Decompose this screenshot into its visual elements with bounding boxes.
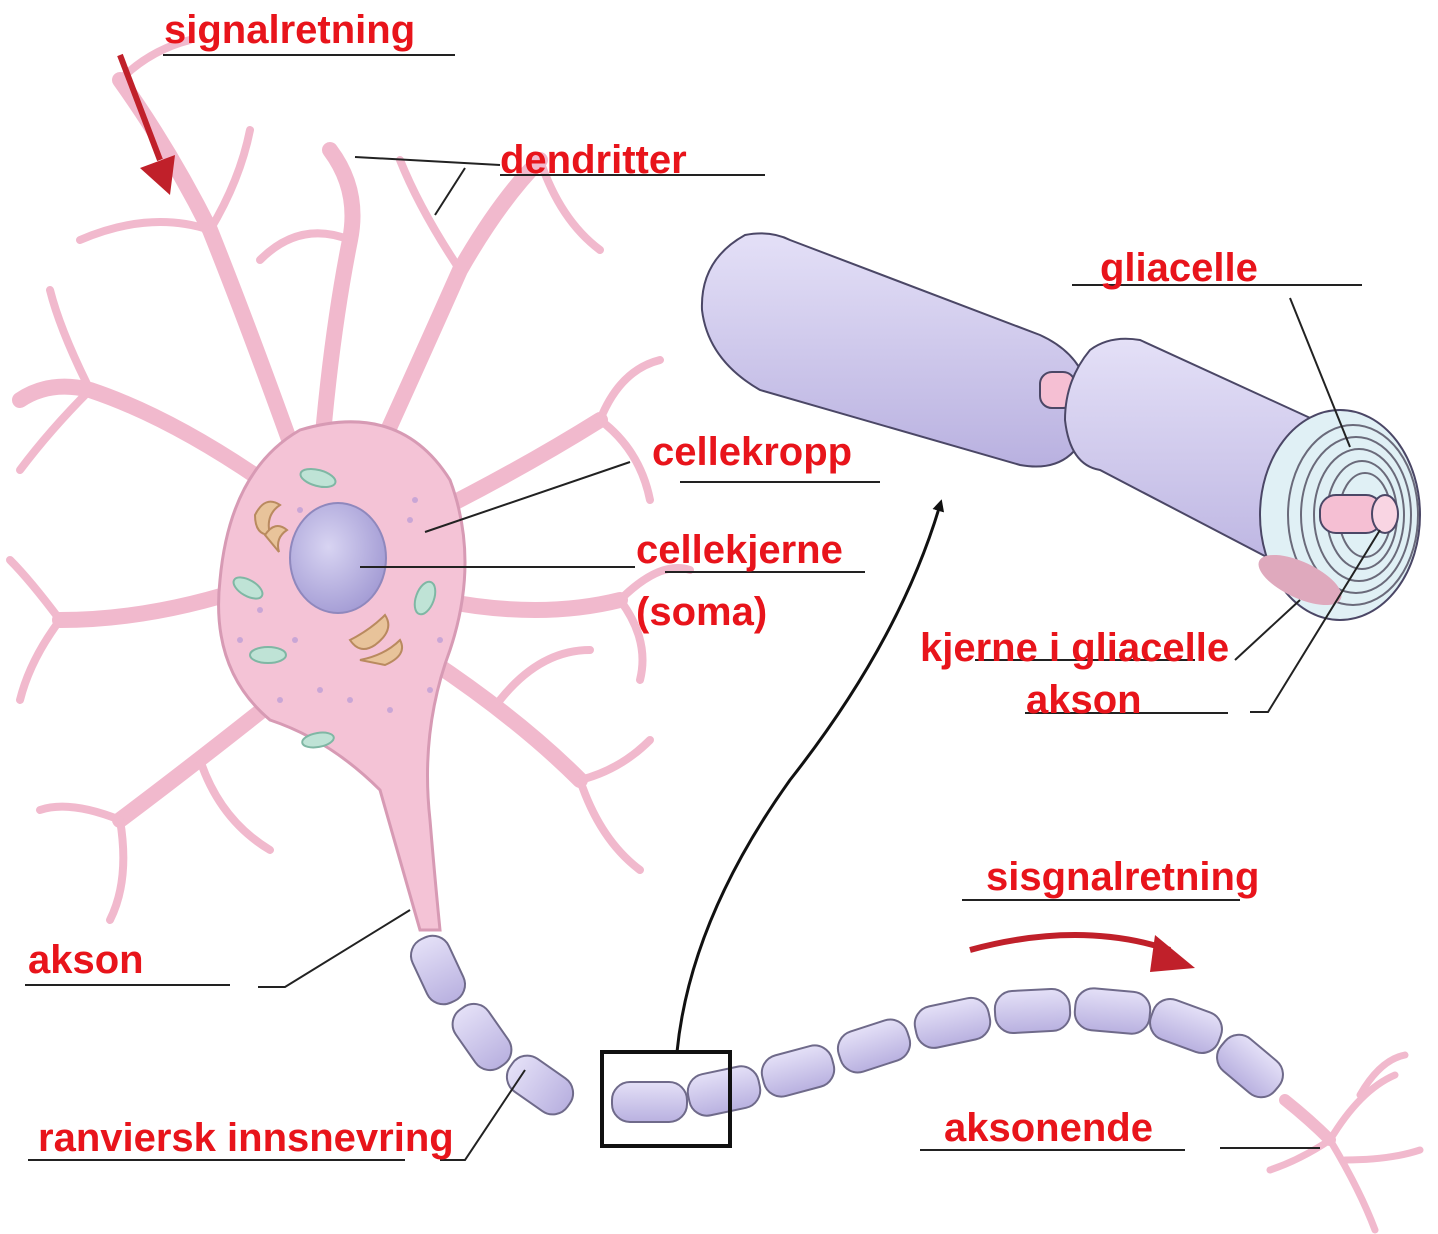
label-signal-direction-top: signalretning bbox=[164, 10, 415, 50]
label-signal-direction-bottom: sisgnalretning bbox=[986, 857, 1259, 897]
label-dendrites: dendritter bbox=[500, 140, 687, 180]
nucleus-shape bbox=[290, 503, 386, 613]
label-axon: akson bbox=[28, 940, 144, 980]
label-soma: (soma) bbox=[636, 592, 767, 632]
label-axon-terminal: aksonende bbox=[944, 1108, 1153, 1148]
label-glia-cell: gliacelle bbox=[1100, 248, 1258, 288]
label-glia-nucleus: kjerne i gliacelle bbox=[920, 628, 1229, 668]
label-nucleus: cellekjerne bbox=[636, 530, 843, 570]
label-cell-body: cellekropp bbox=[652, 432, 852, 472]
label-node-of-ranvier: ranviersk innsnevring bbox=[38, 1118, 454, 1158]
axon-terminal bbox=[1270, 1055, 1420, 1230]
signal-arrow-bottom bbox=[970, 935, 1170, 950]
zoom-arrow bbox=[677, 505, 940, 1052]
label-axon-fiber: akson bbox=[1026, 680, 1142, 720]
signal-arrow-top bbox=[120, 55, 160, 160]
cell-body bbox=[219, 422, 465, 930]
